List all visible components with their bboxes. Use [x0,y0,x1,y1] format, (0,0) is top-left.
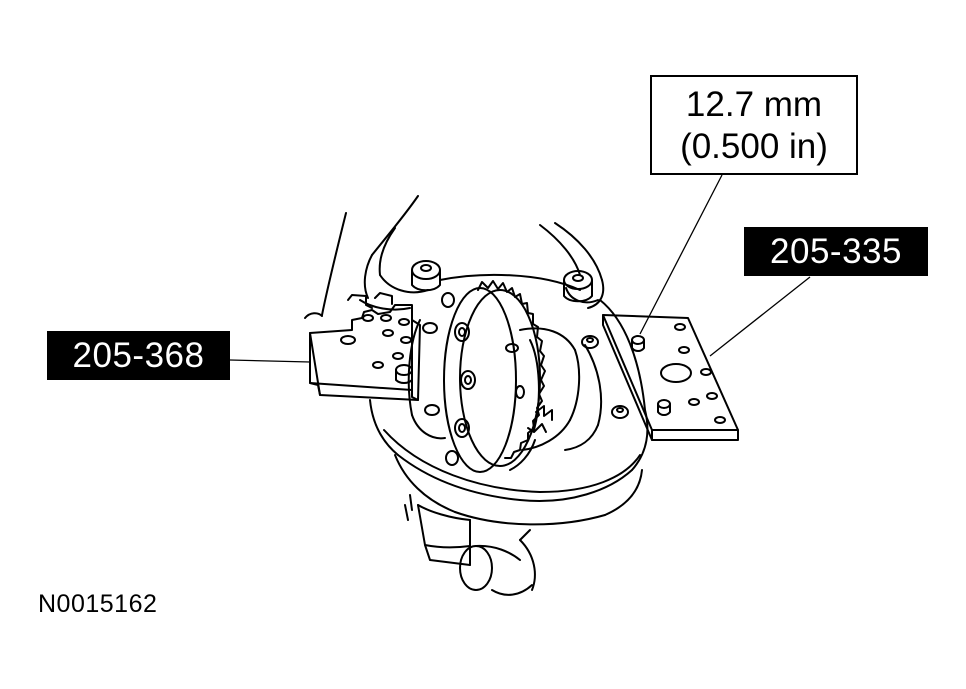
dimension-imperial: (0.500 in) [680,127,828,166]
axle-tube-left [321,195,429,316]
axle-tube-right [539,222,605,309]
dimension-metric: 12.7 mm [685,85,823,124]
ring-gear [443,280,546,473]
leader-line-205-368 [229,359,311,363]
tool-callout-205-335: 205-335 [744,227,928,276]
leader-line-dimension [639,174,723,335]
figure-id: N0015162 [38,590,158,618]
tool-callout-205-368: 205-368 [47,331,230,380]
pinion-housing [404,494,536,596]
mounting-boss-top-left [411,260,441,292]
bearing-cap-right [581,335,629,419]
differential-case [505,327,581,451]
dimension-callout: 12.7 mm (0.500 in) [650,75,858,175]
tool-plate-205-335 [602,314,739,441]
leader-line-205-335 [709,276,811,357]
ring-gear-bolts [441,292,476,466]
carrier-housing [369,273,649,526]
bearing-cap-left [407,319,446,440]
tool-plate-205-368 [304,292,421,401]
